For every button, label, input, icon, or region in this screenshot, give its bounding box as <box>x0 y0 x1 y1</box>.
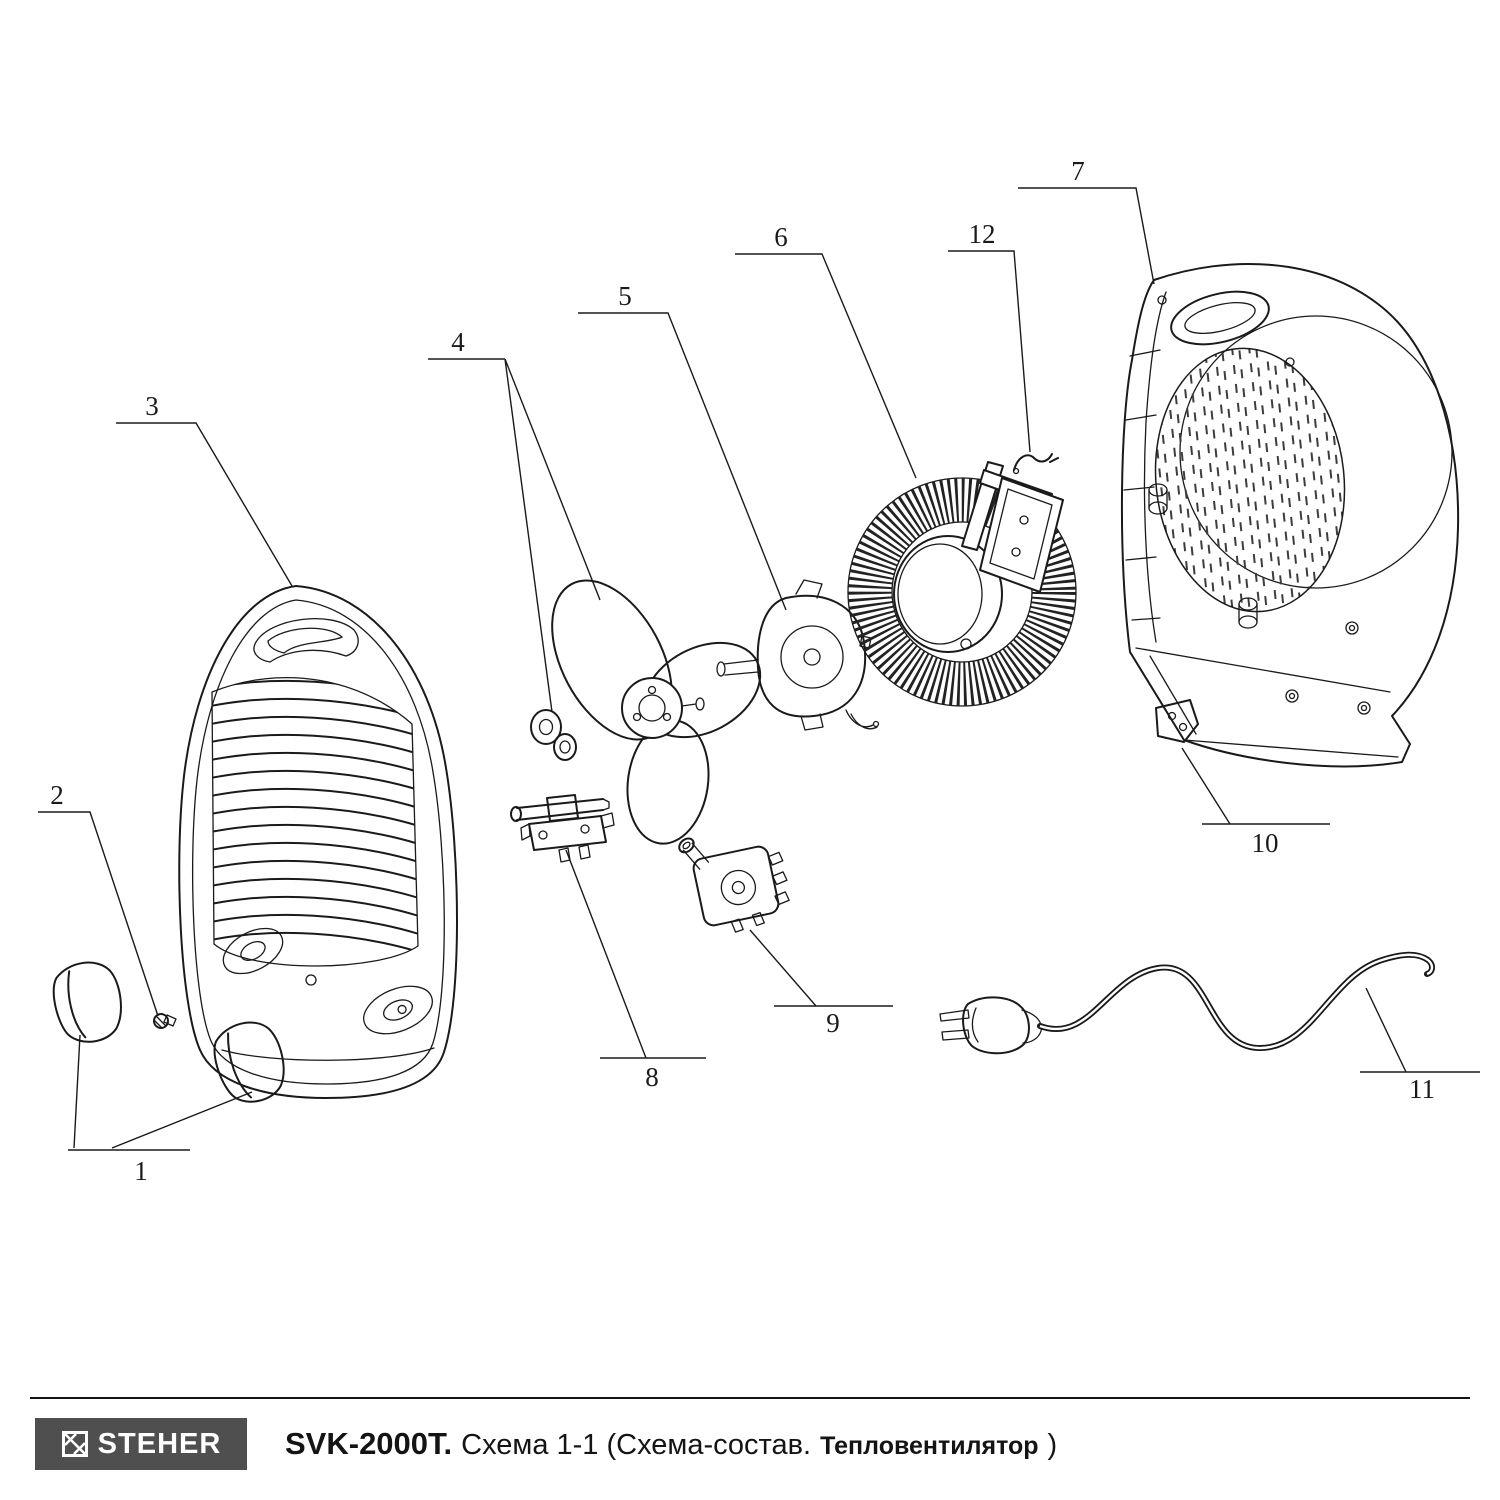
brand-icon <box>61 1431 88 1457</box>
paren-text: ) <box>1047 1429 1058 1461</box>
model-text: SVK-2000T. <box>285 1426 453 1461</box>
brand-logo: STEHER <box>35 1418 247 1470</box>
part-label-7: 7 <box>1071 156 1085 186</box>
leader-line-5 <box>578 312 787 611</box>
rear-handle-slot <box>1170 290 1270 346</box>
part-label-11: 11 <box>1409 1074 1435 1104</box>
thermostat-part <box>510 794 615 863</box>
footer-divider <box>30 1397 1470 1399</box>
cable <box>1037 951 1435 1052</box>
footer: STEHER SVK-2000T. Схема 1-1 (Схема-соста… <box>35 1418 1057 1470</box>
leader-lines <box>38 187 1480 1151</box>
part-label-8: 8 <box>645 1062 659 1092</box>
leader-line-11 <box>1360 987 1480 1073</box>
rear-housing-part <box>1120 263 1460 768</box>
element-bracket-plate <box>979 477 1064 593</box>
leader-line-1 <box>68 1034 253 1151</box>
part-label-10: 10 <box>1252 828 1279 858</box>
part-label-1: 1 <box>134 1156 148 1186</box>
foot-part-left <box>46 955 130 1049</box>
part-label-6: 6 <box>774 222 788 252</box>
leader-line-8 <box>565 849 706 1059</box>
part-labels: 1 2 3 4 5 6 7 8 9 10 11 12 <box>50 156 1435 1186</box>
leader-line-7 <box>1018 187 1155 285</box>
part-label-9: 9 <box>826 1008 840 1038</box>
front-housing-part <box>178 585 458 1099</box>
bracket-part <box>1155 699 1199 743</box>
leader-line-9 <box>749 929 893 1007</box>
part-label-4: 4 <box>451 327 465 357</box>
rear-grille <box>1154 347 1346 613</box>
clip-part <box>1012 453 1059 475</box>
switch-part <box>678 837 790 933</box>
heating-element-part <box>847 461 1077 707</box>
bushing-parts <box>530 709 577 761</box>
handle-slot <box>253 618 359 663</box>
fan-blade-part <box>551 579 762 845</box>
power-cord-part <box>939 951 1435 1055</box>
motor-part <box>716 579 880 731</box>
part-label-2: 2 <box>50 780 64 810</box>
footer-title: SVK-2000T. Схема 1-1 (Схема-состав. Тепл… <box>285 1426 1057 1462</box>
leader-line-10 <box>1181 747 1330 825</box>
leader-line-12 <box>948 250 1031 453</box>
screw-posts <box>1148 295 1371 715</box>
plug-prongs <box>939 1009 970 1041</box>
brand-name: STEHER <box>97 1427 222 1460</box>
leader-line-3 <box>116 422 293 587</box>
part-label-5: 5 <box>618 281 632 311</box>
scheme-text: Схема 1-1 (Схема-состав. <box>461 1429 812 1461</box>
front-grille-slats <box>212 679 418 961</box>
front-grille-outline <box>211 676 419 967</box>
part-label-3: 3 <box>145 391 159 421</box>
foot-recess-right <box>363 985 433 1035</box>
plug-body <box>962 996 1030 1055</box>
part-label-12: 12 <box>969 219 996 249</box>
leader-line-6 <box>735 253 917 479</box>
leader-line-2 <box>38 811 159 1017</box>
product-text: Тепловентилятор <box>820 1432 1039 1460</box>
knob-part <box>153 1013 177 1029</box>
foot-recess-left <box>222 927 284 975</box>
leader-line-4 <box>428 358 601 713</box>
